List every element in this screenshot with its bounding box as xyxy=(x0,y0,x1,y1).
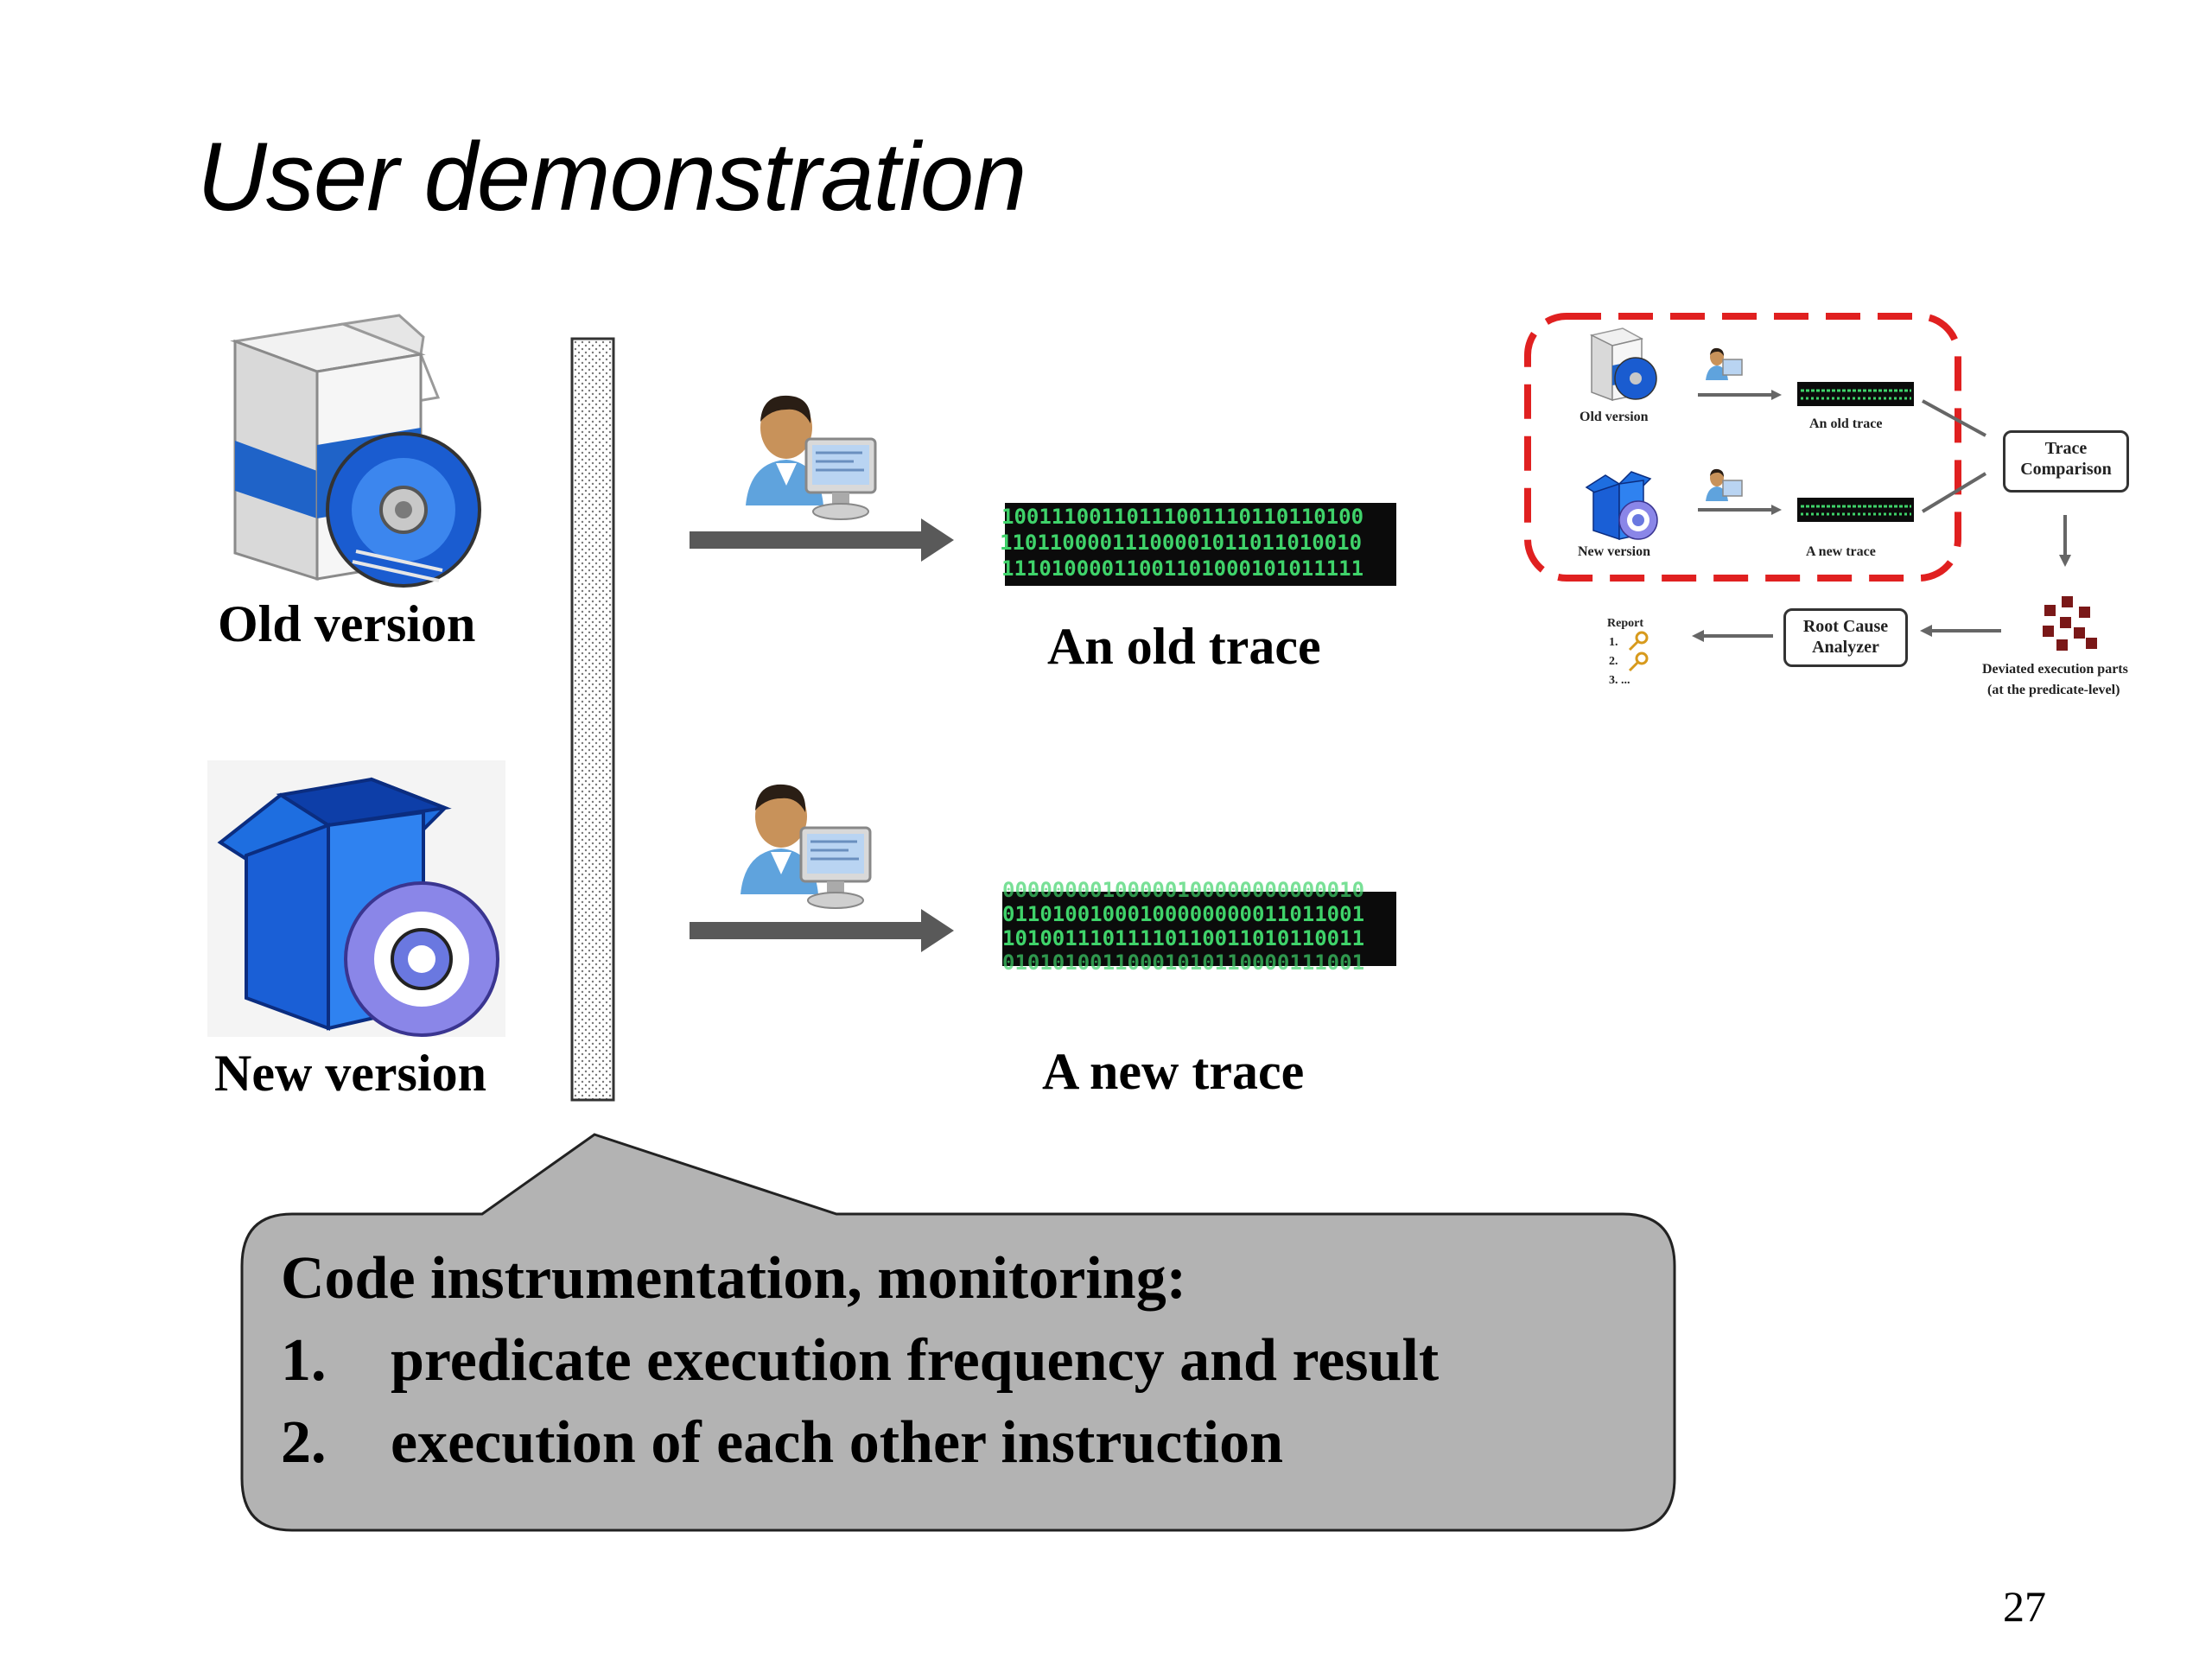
overview-report-item: 3. ... xyxy=(1609,674,1630,687)
old-version-software-box-icon xyxy=(230,314,481,588)
callout-item-text: execution of each other instruction xyxy=(391,1409,1284,1476)
overview-user-icon xyxy=(1706,347,1743,380)
overview-deviated-label: Deviated execution parts xyxy=(1982,662,2128,677)
overview-report-title: Report xyxy=(1607,617,1643,630)
overview-new-trace-label: A new trace xyxy=(1806,544,1876,559)
new-trace-bits-line: 01010100110001010110000111001 xyxy=(1002,950,1365,975)
overview-trace-comparison-box: Trace Comparison xyxy=(2003,430,2129,493)
overview-left-arrow xyxy=(1692,630,1773,642)
overview-root-cause-line: Analyzer xyxy=(1812,638,1879,657)
slide-title: User demonstration xyxy=(197,123,1027,231)
new-trace-bits-line: 00000000100000100000000000010 xyxy=(1002,878,1365,902)
new-trace-label: A new trace xyxy=(1042,1043,1305,1100)
instrumentation-bar xyxy=(570,337,615,1102)
old-trace-binary-image: 10011100110111001110110110100 1101100001… xyxy=(1000,503,1396,586)
overview-down-arrow xyxy=(2059,515,2071,567)
callout-item-number: 1. xyxy=(281,1327,327,1394)
overview-deviated-label: (at the predicate-level) xyxy=(1987,683,2120,697)
new-trace-bits-line: 01101001000100000000011011001 xyxy=(1002,902,1365,926)
overview-old-version-icon xyxy=(1589,327,1657,402)
overview-trace-comparison-line: Comparison xyxy=(2020,460,2112,479)
overview-new-version-label: New version xyxy=(1578,544,1650,559)
old-trace-label: An old trace xyxy=(1047,618,1321,675)
new-version-software-box-icon xyxy=(207,760,505,1037)
old-trace-bits-line: 10011100110111001110110110100 xyxy=(1001,505,1364,529)
overview-root-cause-analyzer-box: Root Cause Analyzer xyxy=(1783,608,1908,667)
demonstration-arrow-old xyxy=(690,518,954,562)
overview-root-cause-line: Root Cause xyxy=(1802,617,1889,636)
overview-user-icon xyxy=(1706,468,1743,501)
callout-item-text: predicate execution frequency and result xyxy=(391,1327,1440,1394)
callout-bubble xyxy=(240,1133,1676,1532)
new-trace-bits-line: 10100111011110110011010110011 xyxy=(1002,926,1365,950)
overview-wrench-icon xyxy=(1628,631,1649,672)
overview-highlight-dashed-box xyxy=(1524,313,1961,582)
overview-deviated-parts-icon xyxy=(2043,596,2097,651)
user-at-computer-icon xyxy=(741,784,872,909)
old-trace-bits-line: 11011000011100001011011010010 xyxy=(1000,531,1363,555)
overview-connectors xyxy=(1698,382,1987,522)
user-at-computer-icon xyxy=(746,395,877,520)
overview-left-arrow xyxy=(1920,625,2001,637)
overview-report-item: 2. xyxy=(1609,655,1618,668)
new-version-label: New version xyxy=(214,1045,486,1102)
overview-report-item: 1. xyxy=(1609,636,1618,649)
overview-trace-comparison-line: Trace xyxy=(2044,439,2088,458)
new-trace-binary-image: 00000000100000100000000000010 0110100100… xyxy=(1002,880,1396,973)
callout-item-number: 2. xyxy=(281,1409,327,1476)
callout-heading: Code instrumentation, monitoring: xyxy=(281,1245,1187,1312)
overview-old-trace-label: An old trace xyxy=(1809,416,1883,431)
old-version-label: Old version xyxy=(218,595,476,652)
overview-old-version-label: Old version xyxy=(1580,410,1649,424)
demonstration-arrow-new xyxy=(690,909,954,952)
page-number: 27 xyxy=(2003,1582,2046,1630)
old-trace-bits-line: 11101000011001101000101011111 xyxy=(1001,556,1364,581)
overview-new-version-icon xyxy=(1585,471,1658,541)
